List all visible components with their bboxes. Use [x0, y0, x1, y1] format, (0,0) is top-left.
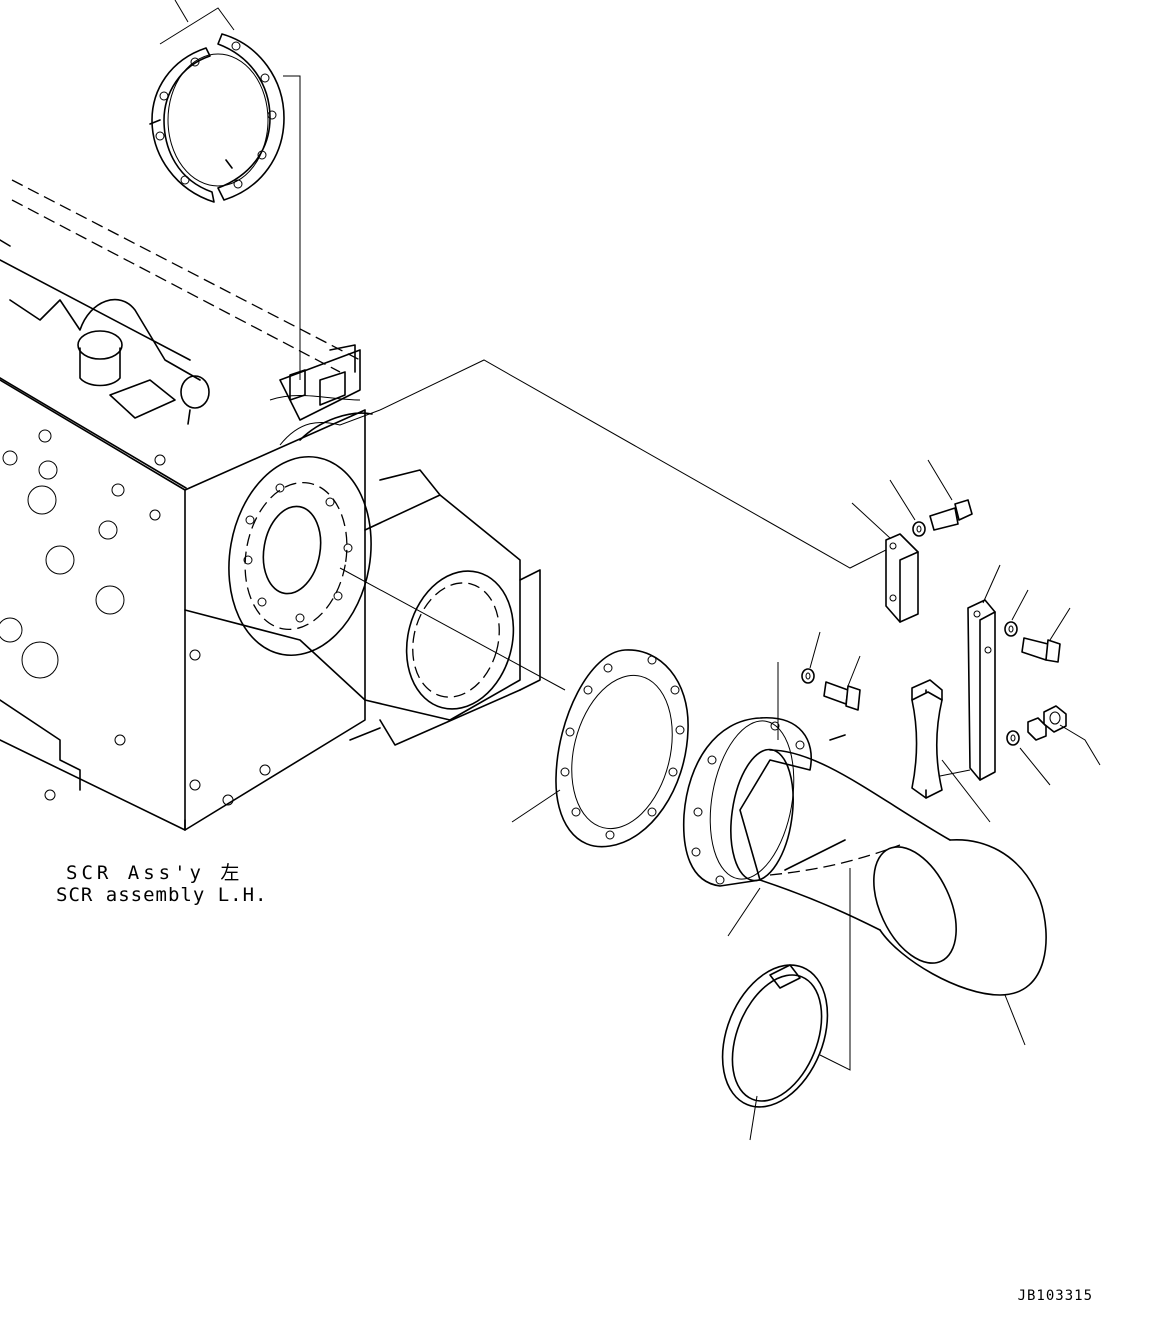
leader-line [941, 759, 991, 823]
saddle-block-icon [911, 679, 943, 799]
washer-icon [912, 521, 926, 537]
washer-icon [1006, 730, 1020, 746]
leader-line [819, 868, 851, 1071]
leader-line [809, 631, 861, 687]
pipe-icon [682, 717, 1047, 996]
washer-icon [801, 668, 815, 684]
bolt-icon [929, 499, 973, 531]
washer-icon [1004, 621, 1018, 637]
drawing-id: JB103315 [1017, 1288, 1093, 1304]
leader-line [1004, 994, 1026, 1046]
bracket-icon [885, 533, 919, 623]
scr-assembly-icon [0, 179, 541, 831]
bracket-long-icon [919, 599, 996, 781]
leader-line [339, 567, 566, 691]
leader-line [727, 887, 761, 937]
flange-gasket-icon [555, 649, 689, 848]
leader-line [1019, 724, 1101, 786]
bolt-icon [823, 681, 861, 711]
leader-line [982, 564, 1001, 604]
clamp-icon [721, 964, 829, 1108]
nut-icon [1027, 705, 1067, 741]
leader-line [851, 502, 891, 539]
assembly-caption-japanese: SCR Ass'y 左 [66, 862, 244, 884]
bolt-icon [1021, 637, 1061, 663]
assembly-caption-english: SCR assembly L.H. [56, 884, 268, 906]
split-flange-ring-icon [149, 33, 285, 203]
leader-line [749, 1095, 758, 1141]
leader-line [159, 0, 235, 45]
leader-line [283, 75, 301, 380]
leader-line [511, 789, 561, 823]
leader-line [1011, 589, 1071, 641]
leader-line [379, 359, 891, 569]
leader-line [889, 459, 953, 521]
